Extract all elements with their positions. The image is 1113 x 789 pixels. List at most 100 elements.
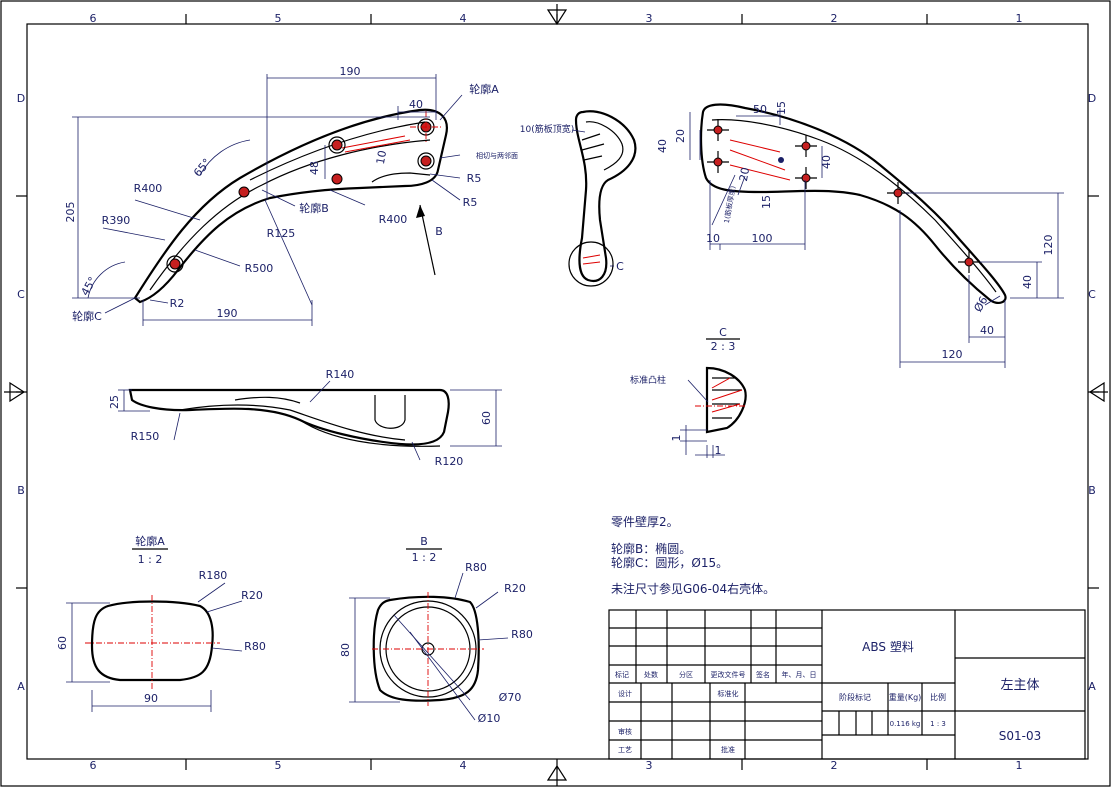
- radius-section-b-r80-b: R80: [511, 628, 533, 641]
- label-contour-a: 轮廓A: [469, 82, 499, 96]
- dim-top-120-horizontal: 120: [942, 348, 963, 361]
- radius-section-a-r20: R20: [241, 589, 263, 602]
- tb-drawing-number: S01-03: [999, 729, 1042, 743]
- zone-label-bottom-6: 6: [90, 759, 97, 772]
- dim-top-40-b: 40: [820, 155, 833, 169]
- dim-top-15-b: 15: [760, 195, 773, 209]
- zone-label-bottom-5: 5: [275, 759, 282, 772]
- zone-label-top-2: 2: [831, 12, 838, 25]
- radius-side-r125: R125: [267, 227, 296, 240]
- tb-label-stage: 阶段标记: [839, 692, 871, 702]
- label-tangent-note: 相切与两邻面: [476, 151, 518, 160]
- zone-label-top-6: 6: [90, 12, 97, 25]
- section-a-scale: 1 : 2: [138, 553, 163, 566]
- dim-section-b-dia70: Ø70: [499, 691, 522, 704]
- radius-front-r150: R150: [131, 430, 160, 443]
- radius-section-a-r80: R80: [244, 640, 266, 653]
- tb-label-weight: 重量(Kg): [889, 692, 922, 702]
- zone-label-top-5: 5: [275, 12, 282, 25]
- dim-front-25: 25: [108, 395, 121, 409]
- tb-label-sign: 签名: [756, 670, 770, 679]
- section-a-title: 轮廓A: [135, 534, 165, 548]
- radius-side-r500: R500: [245, 262, 274, 275]
- dim-front-60: 60: [480, 411, 493, 425]
- tb-label-date: 年、月、日: [782, 670, 817, 679]
- note-unspecified-dims: 未注尺寸参见G06-04右壳体。: [611, 581, 775, 596]
- detail-c-scale: 2 : 3: [711, 340, 736, 353]
- dim-top-50: 50: [753, 103, 767, 116]
- dim-side-205: 205: [64, 202, 77, 223]
- zone-label-bottom-1: 1: [1016, 759, 1023, 772]
- dim-top-40-c: 40: [1021, 275, 1034, 289]
- label-contour-c: 轮廓C: [72, 309, 102, 323]
- tb-weight-value: 0.116 kg: [890, 720, 921, 728]
- tb-part-name: 左主体: [1000, 678, 1039, 693]
- dim-side-10: 10: [374, 149, 389, 165]
- dim-section-b-dia10: Ø10: [478, 712, 501, 725]
- top-view-outline: [699, 103, 1007, 304]
- end-view-outline: [574, 110, 637, 282]
- zone-label-top-3: 3: [646, 12, 653, 25]
- section-a-view: 轮廓A 1 : 2 R180 R20 60 R80 90: [56, 534, 266, 712]
- side-boss-2: [238, 186, 250, 198]
- note-contour-c: 轮廓C：圆形，Ø15。: [611, 555, 728, 570]
- angle-side-45: 45°: [78, 275, 99, 298]
- note-wall-thickness: 零件壁厚2。: [611, 514, 679, 529]
- technical-notes: 零件壁厚2。 轮廓B：椭圆。 轮廓C：圆形，Ø15。 未注尺寸参见G06-04右…: [611, 514, 775, 596]
- zone-label-bottom-2: 2: [831, 759, 838, 772]
- dim-side-190-top: 190: [340, 65, 361, 78]
- end-view: 10(筋板顶宽) C: [520, 110, 637, 287]
- tb-material: ABS 塑料: [862, 639, 914, 654]
- tb-label-design: 设计: [618, 689, 632, 698]
- dim-top-40-a: 40: [656, 139, 669, 153]
- zone-label-right-a: A: [1088, 680, 1096, 693]
- top-view: 50 15 20 40 40 15 10 100 120 40 40 120 Ø…: [656, 101, 1064, 368]
- dim-detail-c-1-b: 1: [715, 444, 722, 457]
- tb-label-count: 处数: [644, 670, 658, 679]
- note-top-rib-thickness: 1(筋板厚度): [722, 185, 737, 224]
- front-view: R140 25 R150 60 R120: [108, 368, 502, 468]
- angle-side-65: 65°: [191, 156, 213, 179]
- section-b-view: B 1 : 2 R80 R20 80 R80 Ø70 Ø10: [339, 535, 533, 725]
- tb-label-approve: 批准: [721, 745, 735, 754]
- tb-label-standard: 标准化: [718, 689, 739, 698]
- note-contour-b: 轮廓B：椭圆。: [611, 541, 691, 556]
- zone-label-left-b: B: [17, 484, 25, 497]
- side-boss-6: [420, 155, 432, 167]
- detail-c-title: C: [719, 326, 727, 339]
- label-standard-boss: 标准凸柱: [630, 374, 666, 386]
- tb-label-scale: 比例: [930, 692, 946, 702]
- section-b-scale: 1 : 2: [412, 551, 437, 564]
- dim-top-40-d: 40: [980, 324, 994, 337]
- tb-label-change-doc: 更改文件号: [711, 670, 746, 679]
- side-boss-3: [331, 139, 343, 151]
- label-rib-top-width: 10(筋板顶宽): [520, 123, 574, 135]
- radius-side-r2: R2: [170, 297, 185, 310]
- dim-side-48: 48: [308, 161, 321, 175]
- radius-side-r5-a: R5: [467, 172, 482, 185]
- tb-label-review: 审核: [618, 727, 632, 736]
- side-view-outline: [133, 108, 448, 304]
- radius-side-r400-b: R400: [379, 213, 408, 226]
- tb-label-process: 工艺: [618, 746, 632, 754]
- dim-side-190-bottom: 190: [217, 307, 238, 320]
- radius-section-b-r20: R20: [504, 582, 526, 595]
- radius-side-r5-b: R5: [463, 196, 478, 209]
- dim-side-40: 40: [409, 98, 423, 111]
- label-view-arrow-b: B: [435, 225, 443, 238]
- dim-detail-c-1-a: 1: [670, 435, 683, 442]
- zone-label-bottom-3: 3: [646, 759, 653, 772]
- detail-c-circle: [568, 241, 614, 287]
- side-view: 190 40 205 48 10 190 65° 45° R400 R390 R…: [64, 65, 518, 326]
- section-a-profile: [90, 600, 214, 682]
- zone-label-right-c: C: [1088, 288, 1096, 301]
- radius-side-r390: R390: [102, 214, 131, 227]
- dim-top-100: 100: [752, 232, 773, 245]
- dim-top-15-a: 15: [775, 101, 788, 115]
- dim-section-a-60: 60: [56, 636, 69, 650]
- tb-label-mark: 标记: [615, 670, 629, 679]
- zone-label-top-4: 4: [460, 12, 467, 25]
- dim-section-a-90: 90: [144, 692, 158, 705]
